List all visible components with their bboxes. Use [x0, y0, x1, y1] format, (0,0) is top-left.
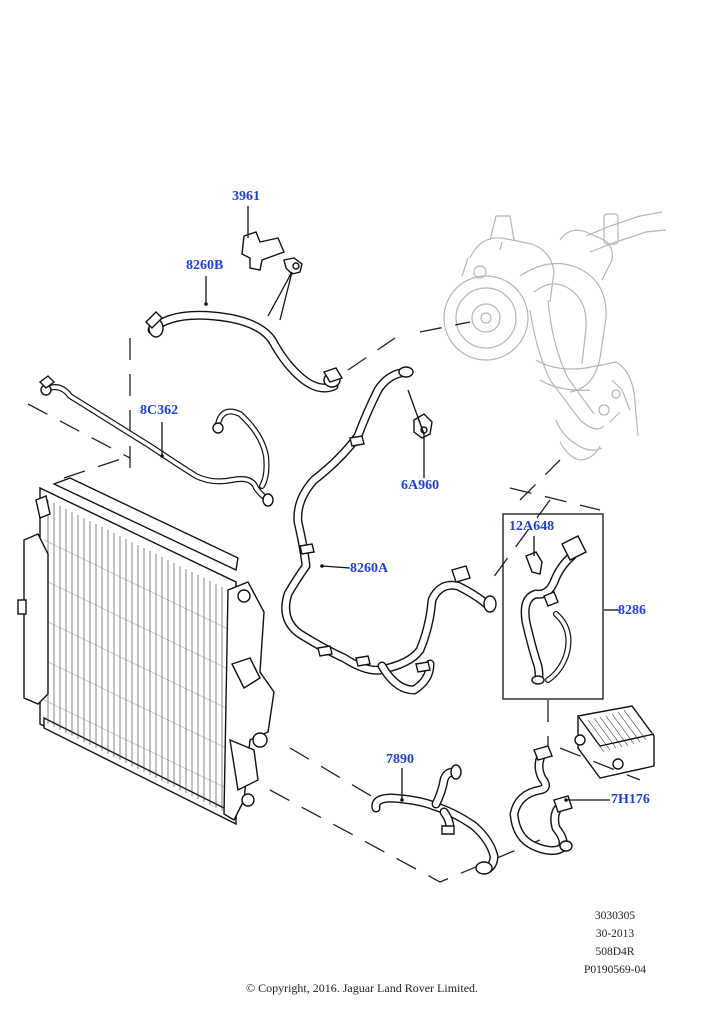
callout-8260B: 8260B	[186, 258, 224, 273]
kit-8286	[502, 513, 604, 700]
reference-line-1: 3030305	[594, 910, 636, 922]
hose-7890	[371, 764, 499, 875]
radiator-illustration	[17, 477, 275, 826]
hose-8260B	[145, 310, 344, 393]
clip-6A960	[413, 413, 433, 439]
callout-8260A: 8260A	[350, 561, 389, 576]
copyright-notice: © Copyright, 2016. Jaguar Land Rover Lim…	[245, 981, 479, 995]
reference-line-2: 30-2013	[595, 928, 635, 940]
callout-7890: 7890	[386, 752, 414, 767]
reference-line-4: P0190569-04	[584, 964, 646, 976]
callout-8C362: 8C362	[140, 403, 179, 418]
reference-line-3: 508D4R	[595, 946, 635, 958]
callout-7H176: 7H176	[611, 792, 650, 807]
bracket-3961	[241, 231, 303, 275]
leader-lines	[160, 206, 620, 802]
hose-7H176	[509, 745, 573, 856]
engine-ghost-illustration	[443, 211, 667, 461]
callout-8286: 8286	[618, 603, 646, 618]
callout-6A960: 6A960	[401, 478, 440, 493]
hose-8260A	[281, 366, 497, 695]
oil-cooler-illustration	[574, 705, 655, 779]
reference-block: 3030305 30-2013 508D4R P0190569-04	[570, 907, 660, 979]
pipe-8C362	[38, 375, 274, 507]
callout-12A648: 12A648	[509, 519, 555, 534]
callout-3961: 3961	[232, 189, 260, 204]
assembly-dashed-lines	[27, 321, 641, 883]
